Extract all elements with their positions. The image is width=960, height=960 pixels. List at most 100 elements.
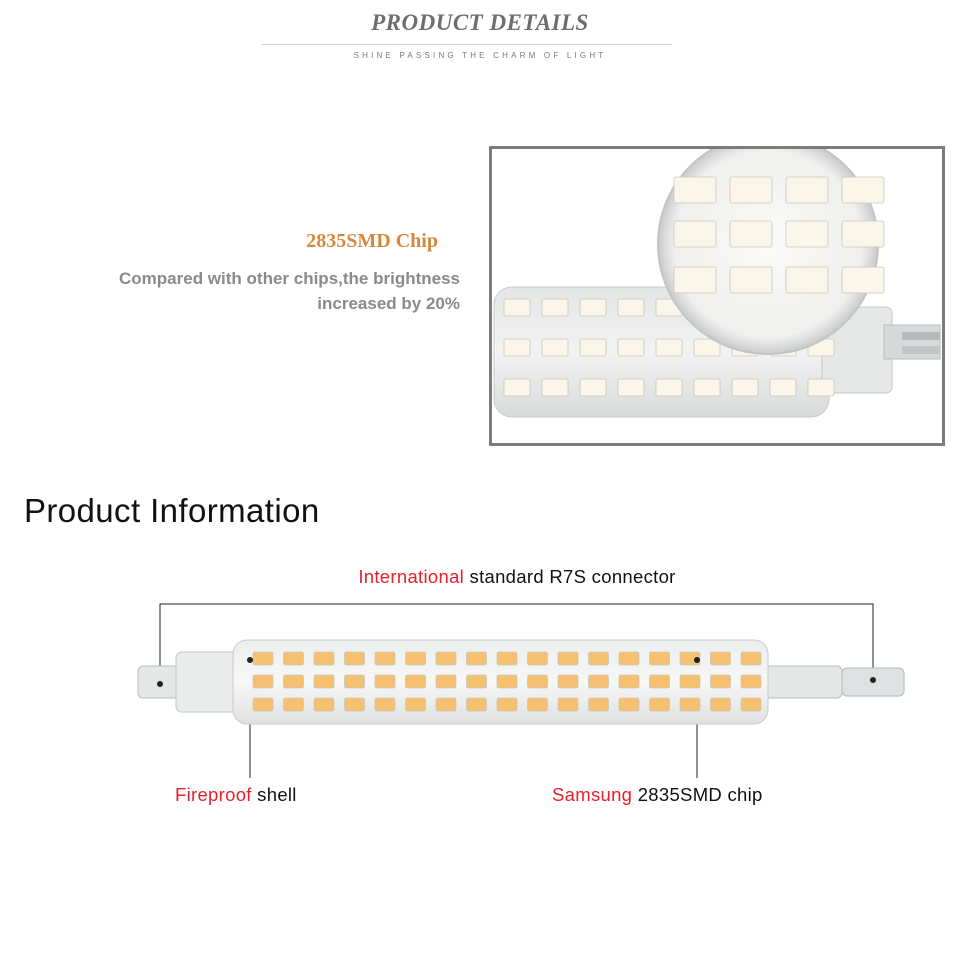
connector-callout-text: standard R7S connector [464, 566, 676, 587]
led-chip [785, 220, 829, 248]
shell-callout-text: shell [251, 784, 297, 805]
led-chip [435, 674, 457, 689]
led-chip [374, 697, 396, 712]
led-chip [729, 220, 773, 248]
led-chip [541, 298, 569, 317]
left-end-cap [175, 651, 239, 713]
page-subtitle: SHINE PASSING THE CHARM OF LIGHT [353, 51, 607, 60]
led-chip [841, 220, 885, 248]
lamp-tube [232, 639, 769, 725]
led-chip [673, 220, 717, 248]
led-chip [649, 697, 670, 712]
led-chip [740, 674, 762, 689]
led-chip [503, 298, 531, 317]
led-chip [557, 674, 579, 689]
led-chip [693, 378, 721, 397]
led-chip [740, 651, 762, 666]
led-chip [588, 697, 609, 712]
led-chip [466, 674, 487, 689]
led-chip [841, 176, 885, 204]
chip-callout-text: 2835SMD chip [632, 784, 763, 805]
led-chip [503, 378, 531, 397]
shell-callout-highlight: Fireproof [175, 784, 252, 805]
led-chip [283, 651, 304, 666]
magnified-led-array [673, 176, 885, 294]
led-chip [588, 674, 609, 689]
led-chip [579, 298, 607, 317]
led-chip [618, 651, 640, 666]
led-chip [807, 378, 835, 397]
right-end-cap [841, 667, 905, 697]
led-chip [617, 298, 645, 317]
led-chip [283, 674, 304, 689]
led-chip [344, 697, 365, 712]
led-chip [466, 697, 487, 712]
chip-callout-highlight: Samsung [552, 784, 633, 805]
led-chip [405, 697, 426, 712]
led-chip [710, 697, 731, 712]
led-chip [435, 651, 457, 666]
led-chip [527, 651, 548, 666]
led-chip [710, 651, 731, 666]
led-chip [503, 338, 531, 357]
led-chip [313, 674, 335, 689]
connector-marker-dot [157, 681, 163, 687]
left-connector-pin [137, 665, 199, 699]
led-chip [769, 378, 797, 397]
led-chip [557, 651, 579, 666]
connector-callout-highlight: International [358, 566, 465, 587]
led-chip [527, 674, 548, 689]
product-information-heading: Product Information [24, 492, 320, 529]
led-chip [252, 674, 274, 689]
chip-marker-dot [694, 657, 700, 663]
led-chip [679, 697, 701, 712]
led-chip [374, 651, 396, 666]
led-chip [785, 266, 829, 294]
led-chip [435, 697, 457, 712]
led-chip [313, 651, 335, 666]
led-chip [541, 338, 569, 357]
led-chip [579, 338, 607, 357]
led-chip [649, 651, 670, 666]
shell-callout: Fireproof shell [175, 784, 297, 806]
led-chip [679, 674, 701, 689]
led-chip [405, 674, 426, 689]
led-chip [496, 674, 518, 689]
led-chip [785, 176, 829, 204]
led-chip [313, 697, 335, 712]
led-closeup-image [489, 146, 945, 446]
chip-callout: Samsung 2835SMD chip [552, 784, 763, 806]
led-chip [588, 651, 609, 666]
led-chip [729, 176, 773, 204]
led-chip [496, 651, 518, 666]
lamp-led-array [252, 651, 762, 712]
led-chip [344, 674, 365, 689]
led-chip [673, 176, 717, 204]
led-chip [679, 651, 701, 666]
led-chip [649, 674, 670, 689]
led-chip [731, 378, 759, 397]
chip-description-line-2: increased by 20% [317, 294, 460, 313]
page-title: PRODUCT DETAILS [371, 10, 589, 35]
led-chip [618, 674, 640, 689]
led-chip [579, 378, 607, 397]
led-chip [618, 697, 640, 712]
led-chip [655, 338, 683, 357]
led-chip [710, 674, 731, 689]
led-chip [617, 378, 645, 397]
led-chip [252, 651, 274, 666]
led-chip [344, 651, 365, 666]
chip-feature-title: 2835SMD Chip [306, 230, 438, 252]
right-connector-pin [761, 665, 843, 699]
led-chip [374, 674, 396, 689]
led-chip [729, 266, 773, 294]
led-chip [252, 697, 274, 712]
led-closeup-illustration [492, 149, 942, 443]
chip-feature-description: Compared with other chips,the brightness… [10, 266, 460, 316]
connector-marker-dot [870, 677, 876, 683]
header-divider [262, 44, 672, 45]
led-chip [405, 651, 426, 666]
shell-marker-dot [247, 657, 253, 663]
led-chip [496, 697, 518, 712]
